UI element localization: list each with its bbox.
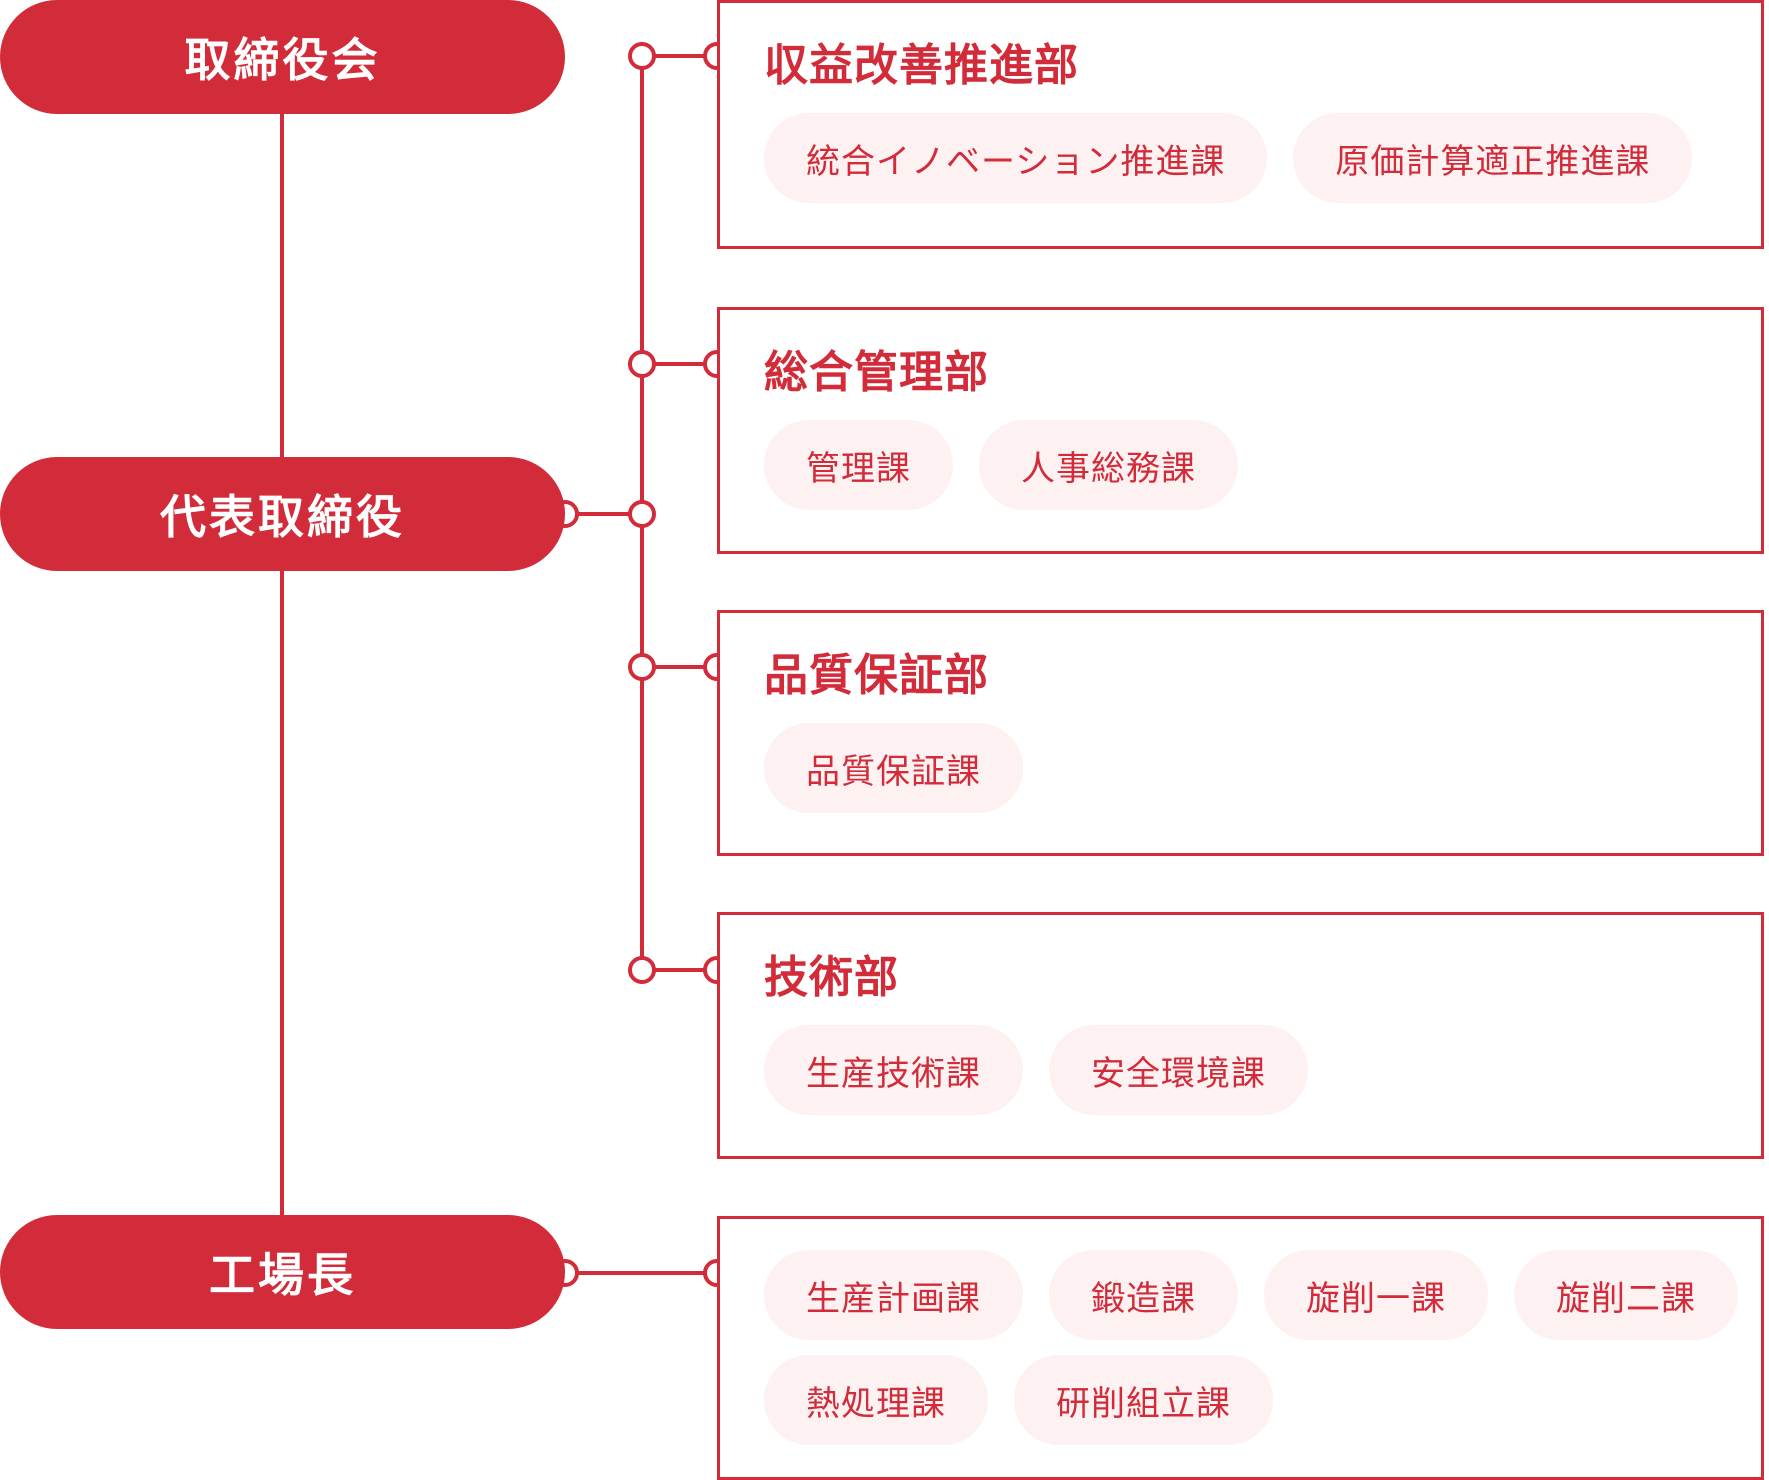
president-node: 代表取締役	[0, 457, 565, 571]
dept-engineering: 技術部 生産技術課 安全環境課	[717, 912, 1764, 1159]
board-node: 取締役会	[0, 0, 565, 114]
section-pill: 研削組立課	[1014, 1355, 1273, 1445]
section-pill: 人事総務課	[979, 420, 1238, 510]
section-pill: 生産技術課	[764, 1025, 1023, 1115]
plant-sections-box: 生産計画課 鍛造課 旋削一課 旋削二課 熱処理課 研削組立課	[717, 1216, 1764, 1480]
section-pill: 管理課	[764, 420, 953, 510]
section-pill: 品質保証課	[764, 723, 1023, 813]
dept-revenue-improvement: 収益改善推進部 統合イノベーション推進課 原価計算適正推進課	[717, 0, 1764, 249]
section-pill: 旋削一課	[1264, 1250, 1488, 1340]
dept-title: 総合管理部	[764, 347, 989, 398]
dept-title: 品質保証部	[764, 650, 989, 701]
dept-quality-assurance: 品質保証部 品質保証課	[717, 610, 1764, 856]
section-pill: 統合イノベーション推進課	[764, 113, 1268, 203]
plant-manager-label: 工場長	[209, 1248, 356, 1302]
junction-circle	[628, 350, 656, 378]
section-pill: 安全環境課	[1049, 1025, 1308, 1115]
dept-title: 技術部	[764, 952, 899, 1003]
section-pill: 生産計画課	[764, 1250, 1023, 1340]
section-pill: 鍛造課	[1049, 1250, 1238, 1340]
section-pill: 原価計算適正推進課	[1293, 113, 1693, 203]
dept-title: 収益改善推進部	[764, 40, 1079, 91]
section-pill: 旋削二課	[1514, 1250, 1738, 1340]
dept-general-management: 総合管理部 管理課 人事総務課	[717, 307, 1764, 554]
junction-circle	[628, 956, 656, 984]
section-pill: 熱処理課	[764, 1355, 988, 1445]
junction-circle	[628, 500, 656, 528]
board-label: 取締役会	[184, 33, 381, 87]
president-label: 代表取締役	[160, 490, 405, 544]
junction-circle	[628, 42, 656, 70]
plant-manager-node: 工場長	[0, 1215, 565, 1329]
junction-circle	[628, 653, 656, 681]
